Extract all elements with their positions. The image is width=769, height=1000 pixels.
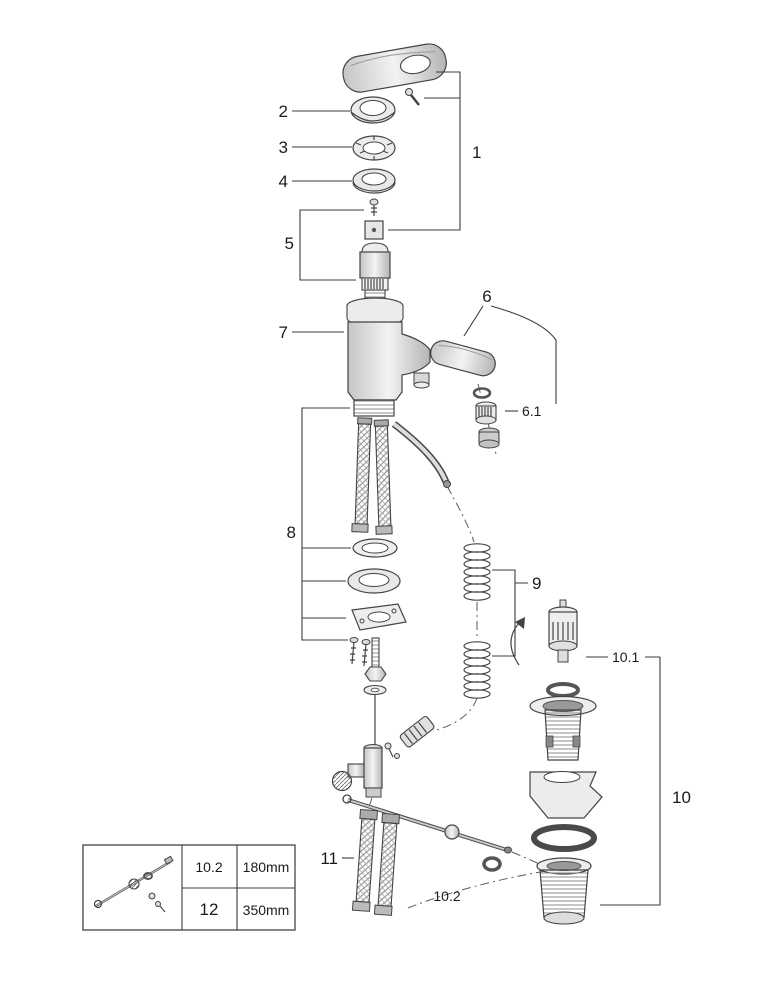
part-12-rod-drawing xyxy=(93,855,174,913)
part-label-2: 2 xyxy=(279,102,288,121)
part-6-1-aerator-parts xyxy=(472,387,500,449)
part-label-10-2: 10.2 xyxy=(433,888,460,904)
part-label-5: 5 xyxy=(285,234,294,253)
part-label-10-1: 10.1 xyxy=(612,649,639,665)
part-10-2-pop-up-rod xyxy=(342,794,512,872)
part-label-1: 1 xyxy=(472,143,481,162)
leader-lines xyxy=(292,71,661,906)
part-label-7: 7 xyxy=(279,323,288,342)
part-5-cartridge xyxy=(359,198,391,299)
handle-screw-icon xyxy=(405,88,420,106)
part-label-10: 10 xyxy=(672,788,691,807)
fixing-screws-icon xyxy=(349,637,371,667)
part-10-1-drain-stopper xyxy=(510,599,580,698)
part-6-side-lever xyxy=(430,340,496,377)
part-9-springs xyxy=(463,543,491,699)
part-1-handle xyxy=(342,43,447,106)
part-label-8: 8 xyxy=(287,523,296,542)
bracket-part-8 xyxy=(301,407,351,641)
bracket-part-5 xyxy=(299,209,364,281)
part-label-4: 4 xyxy=(279,172,288,191)
part-3-lock-ring xyxy=(352,135,396,161)
part-labels: 1 2 3 4 5 6 6.1 7 8 9 10 10.1 10.2 11 xyxy=(279,102,691,904)
bracket-part-6 xyxy=(463,305,557,404)
table-cell-row1-length: 180mm xyxy=(243,859,290,875)
part-label-3: 3 xyxy=(279,138,288,157)
table-cell-row1-part: 10.2 xyxy=(195,859,222,875)
part-8-mounting-set xyxy=(347,417,451,765)
part-4-seal-ring xyxy=(352,168,396,194)
table-cell-row2-part: 12 xyxy=(200,900,219,919)
size-table: 10.2 180mm 12 350mm xyxy=(82,844,296,931)
bracket-part-9 xyxy=(492,569,528,657)
insert-arrow-icon xyxy=(510,617,525,666)
bracket-part-1 xyxy=(388,71,461,231)
part-10-drain-assembly xyxy=(529,695,603,925)
table-cell-row2-length: 350mm xyxy=(243,902,290,918)
part-11-supply-hoses xyxy=(351,808,401,916)
part-label-6: 6 xyxy=(482,287,491,306)
pop-up-pivot-assembly xyxy=(331,716,435,798)
bracket-part-10 xyxy=(600,657,661,906)
part-label-9: 9 xyxy=(532,574,541,593)
part-label-6-1: 6.1 xyxy=(522,403,542,419)
part-2-cap xyxy=(350,96,396,124)
part-7-faucet-body xyxy=(346,297,431,417)
part-label-11: 11 xyxy=(320,849,338,868)
